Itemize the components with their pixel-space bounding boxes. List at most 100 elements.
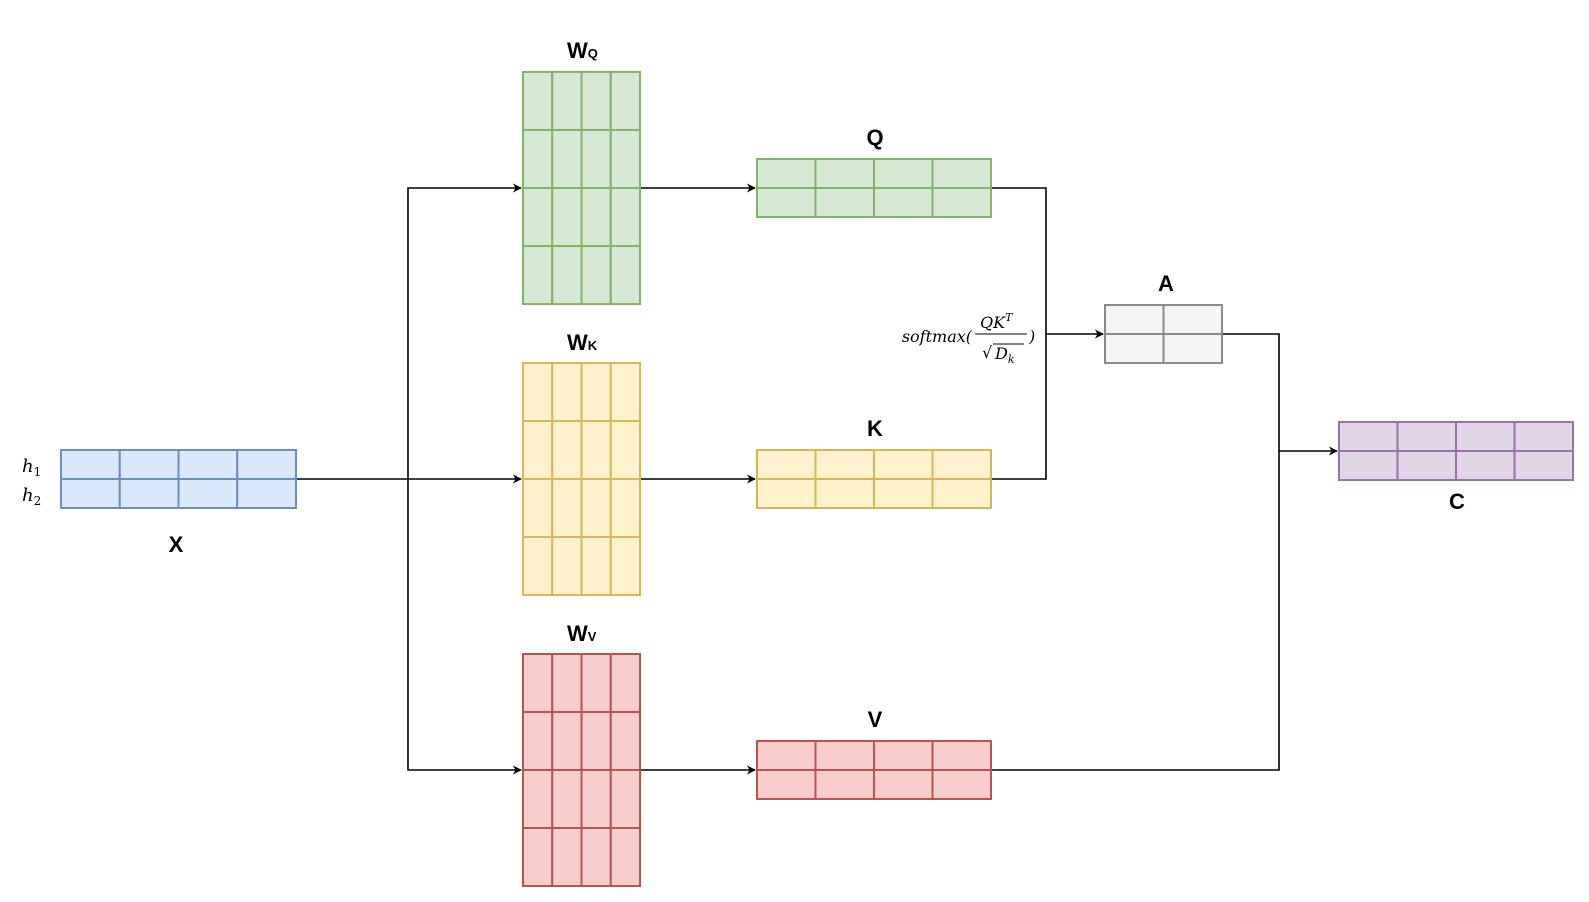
- matrix-k: [756, 449, 992, 509]
- matrix-wk-cell: [551, 478, 583, 538]
- matrix-x-cell: [60, 449, 121, 480]
- row-label-h2-sub: 2: [34, 494, 42, 508]
- matrix-c: [1338, 421, 1574, 481]
- edges: [293, 183, 1338, 775]
- formula-close: ): [1028, 327, 1035, 346]
- matrix-wk-cell: [522, 420, 554, 480]
- matrix-c-cell: [1455, 450, 1516, 481]
- matrix-wk-cell: [609, 478, 641, 538]
- edge-x-to-wq: [407, 183, 522, 479]
- matrix-wv: [522, 653, 641, 887]
- formula-denominator-sub: k: [1008, 353, 1015, 366]
- matrix-wv-cell: [609, 653, 641, 713]
- matrix-q-cell: [814, 158, 875, 189]
- matrix-wq-cell: [551, 71, 583, 131]
- matrix-wk-cell: [551, 420, 583, 480]
- matrix-wv-cell: [551, 769, 583, 829]
- label-wk-base: W: [567, 330, 588, 355]
- matrix-wk-cell: [580, 478, 612, 538]
- matrix-wk: [522, 362, 641, 596]
- label-wq-base: W: [567, 38, 588, 63]
- formula-numerator: QKT: [980, 311, 1014, 332]
- matrix-q-cell: [873, 158, 934, 189]
- softmax-formula: softmax( QKT √ Dk ): [902, 311, 1035, 366]
- label-wv-sub: V: [588, 629, 597, 644]
- edge-v-to-c: [987, 451, 1280, 771]
- matrix-wk-cell: [551, 362, 583, 422]
- matrix-wk-cell: [609, 536, 641, 596]
- matrix-wk-cell: [522, 362, 554, 422]
- matrix-v-cell: [873, 740, 934, 771]
- matrix-k-cell: [814, 478, 875, 509]
- label-wv: WV: [567, 621, 597, 646]
- matrix-wq-cell: [522, 129, 554, 189]
- matrix-c-cell: [1338, 450, 1399, 481]
- matrix-v-cell: [873, 769, 934, 800]
- matrix-wq-cell: [609, 245, 641, 305]
- matrix-wq-cell: [580, 129, 612, 189]
- matrix-q-cell: [931, 158, 992, 189]
- matrix-x-cell: [236, 449, 297, 480]
- matrix-x-cell: [118, 478, 180, 509]
- matrix-wk-cell: [609, 420, 641, 480]
- matrix-wv-cell: [551, 827, 583, 887]
- matrix-v-cell: [814, 769, 875, 800]
- matrix-wk-cell: [609, 362, 641, 422]
- matrix-a-cell: [1162, 304, 1223, 335]
- label-wq: WQ: [567, 38, 598, 63]
- matrix-wq: [522, 71, 641, 305]
- matrix-x-cell: [177, 478, 239, 509]
- matrix-x-cell: [60, 478, 121, 509]
- matrix-k-cell: [756, 478, 817, 509]
- formula-denominator-base: D: [994, 344, 1008, 363]
- row-label-h1-base: h: [22, 456, 34, 477]
- label-k: K: [867, 416, 883, 441]
- edge-a-to-c: [1220, 333, 1338, 456]
- matrix-a-cell: [1104, 333, 1165, 364]
- matrix-v-cell: [814, 740, 875, 771]
- matrix-c-cell: [1513, 450, 1574, 481]
- edge-x-to-wv: [407, 479, 522, 775]
- matrix-wq-cell: [522, 71, 554, 131]
- matrix-wv-cell: [580, 711, 612, 771]
- matrix-wq-cell: [580, 71, 612, 131]
- matrix-wv-cell: [522, 711, 554, 771]
- matrix-wq-cell: [609, 187, 641, 247]
- row-label-h1: h1: [22, 456, 41, 479]
- matrix-wq-cell: [580, 245, 612, 305]
- matrix-wk-cell: [522, 478, 554, 538]
- matrix-k-cell: [873, 478, 934, 509]
- label-wv-base: W: [567, 621, 588, 646]
- edge-q-to-a: [987, 187, 1104, 339]
- matrix-wv-cell: [580, 827, 612, 887]
- matrix-v-cell: [756, 769, 817, 800]
- matrix-wq-cell: [580, 187, 612, 247]
- label-wq-sub: Q: [588, 46, 598, 61]
- matrix-q-cell: [931, 187, 992, 218]
- matrix-wk-cell: [580, 420, 612, 480]
- matrix-k-cell: [814, 449, 875, 480]
- matrix-wq-cell: [522, 245, 554, 305]
- matrix-v-cell: [756, 740, 817, 771]
- row-label-h2: h2: [22, 485, 41, 508]
- label-q: Q: [866, 125, 883, 150]
- matrix-wv-cell: [609, 827, 641, 887]
- matrix-k-cell: [931, 478, 992, 509]
- matrix-wv-cell: [580, 653, 612, 713]
- matrix-v-cell: [931, 769, 992, 800]
- formula-numerator-sup: T: [1005, 311, 1014, 324]
- matrix-wv-cell: [551, 653, 583, 713]
- matrix-a: [1104, 304, 1223, 364]
- matrix-wv-cell: [609, 769, 641, 829]
- label-v: V: [868, 707, 883, 732]
- matrix-wk-cell: [551, 536, 583, 596]
- matrix-wq-cell: [609, 129, 641, 189]
- matrix-x-cell: [236, 478, 297, 509]
- formula-root: √: [982, 343, 993, 362]
- matrix-wq-cell: [522, 187, 554, 247]
- label-a: A: [1158, 271, 1174, 296]
- label-wk: WK: [567, 330, 598, 355]
- matrix-a-cell: [1104, 304, 1165, 335]
- matrix-k-cell: [873, 449, 934, 480]
